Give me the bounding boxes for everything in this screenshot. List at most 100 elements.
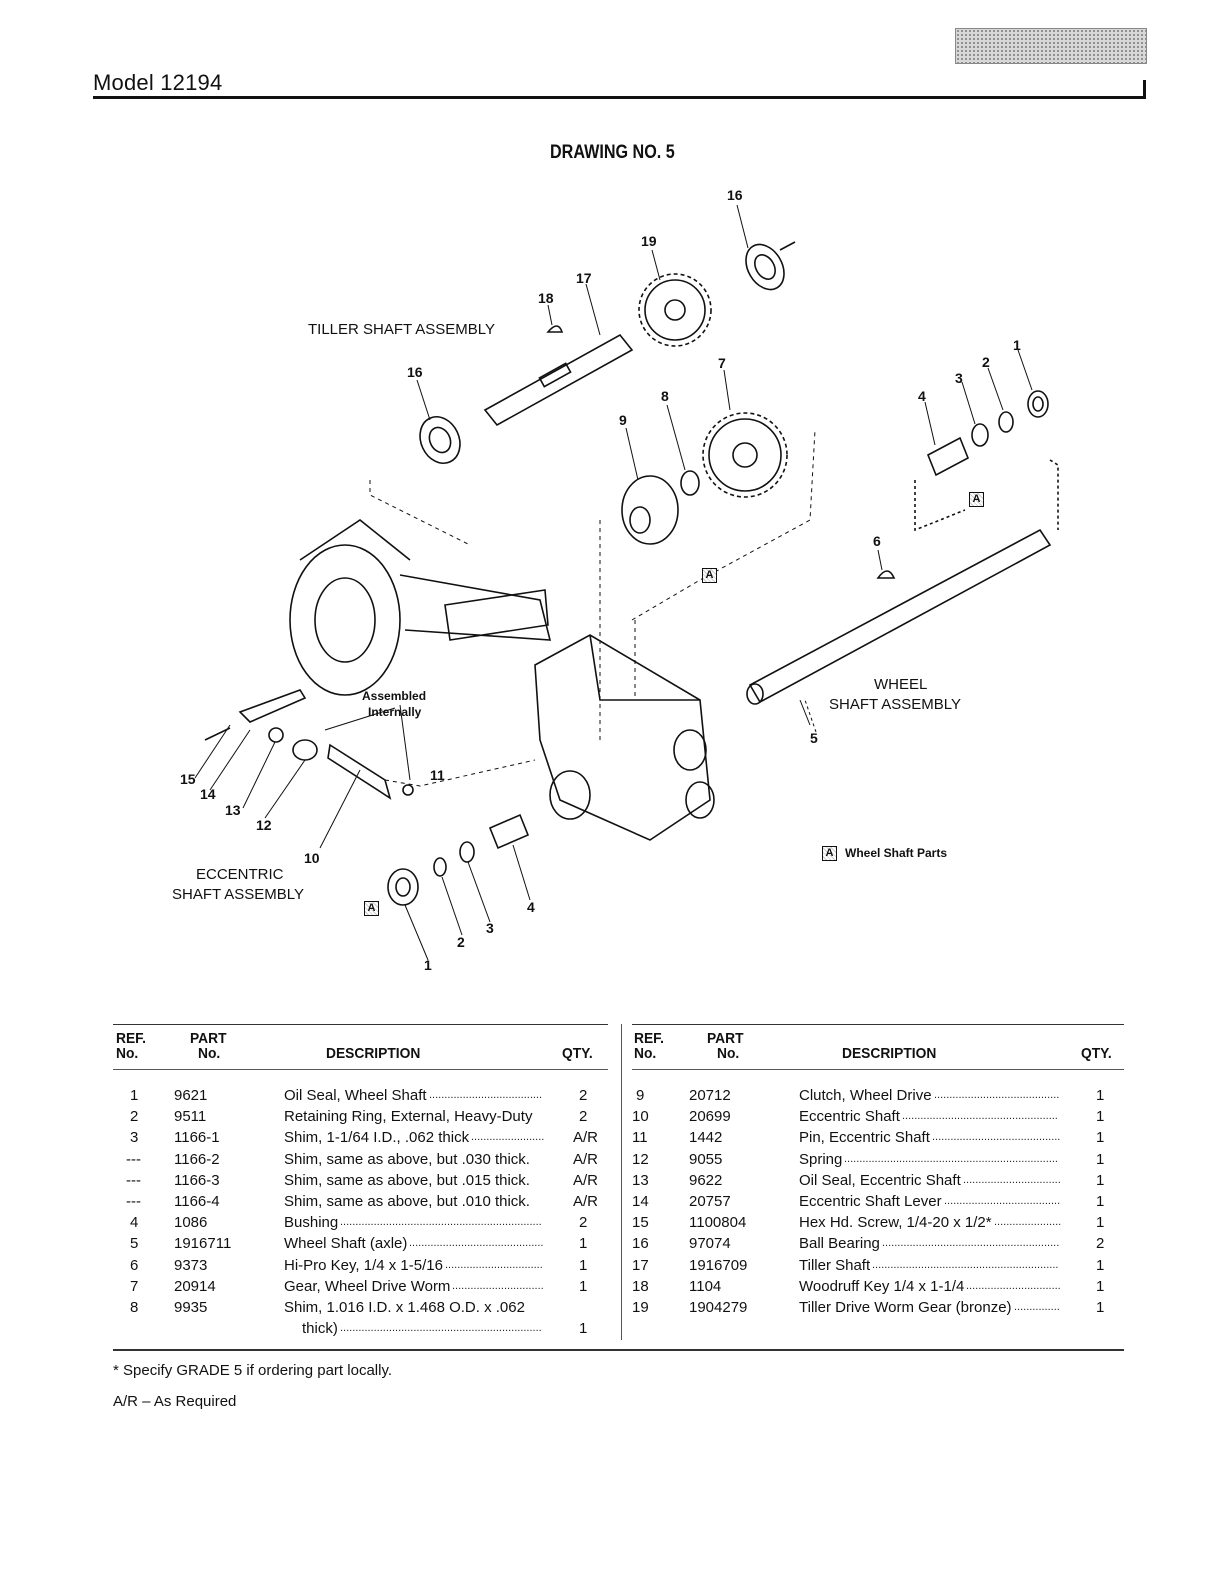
cell-ref: 5 [130,1235,139,1253]
cell-qty: 1 [579,1256,588,1274]
cell-part: 1166-1 [174,1129,220,1147]
cell-qty: 1 [1096,1171,1105,1189]
callout-4: 4 [918,388,926,404]
cell-desc: Clutch, Wheel Drive [799,1087,932,1104]
cell-desc: Shim, 1-1/64 I.D., .062 thick [284,1129,470,1147]
callout-15: 15 [180,771,196,787]
dot-leader: ........................................… [872,1258,1059,1271]
assembled-label-2: Internally [368,705,422,719]
cell-qty: A/R [573,1129,599,1147]
callout-3: 3 [955,370,963,386]
callout-5: 5 [810,730,818,746]
drawing-title: DRAWING NO. 5 [550,142,675,163]
callout-17: 17 [576,270,592,286]
cell-ref: 4 [130,1214,139,1232]
ref-header: REF. [116,1030,146,1047]
cell-desc: Tiller Shaft [799,1256,871,1274]
cell-qty: 2 [579,1214,588,1232]
cell-desc: Shim, 1.016 I.D. x 1.468 O.D. x .062 [284,1299,525,1316]
callout-16: 16 [407,364,423,380]
eccentric-label: ECCENTRIC [196,866,284,883]
callout-3: 3 [486,920,494,936]
callout-14: 14 [200,786,216,802]
table-bottom-rule [113,1349,1124,1351]
header-underline [632,1069,1124,1070]
cell-qty: 2 [579,1108,588,1126]
dot-leader: ........................................… [882,1237,1060,1250]
table-row: thick)..................................… [113,1318,608,1339]
cell-qty: 1 [1096,1150,1105,1168]
model-title: Model 12194 [93,70,223,95]
wheel-shaft-parts-legend: Wheel Shaft Parts [845,846,948,860]
callout-6: 6 [873,533,881,549]
cell-desc: Shim, same as above, but .010 thick. [284,1193,530,1210]
cell-part: 1916711 [174,1235,232,1253]
cell-ref: --- [126,1150,141,1168]
cell-desc: Ball Bearing [799,1235,880,1253]
cell-ref: 18 [632,1277,649,1295]
cell-qty: 1 [579,1320,588,1338]
cell-ref: 13 [632,1171,649,1189]
wheel-shaft [746,528,1052,705]
cell-qty: 1 [1096,1108,1105,1126]
callout-10: 10 [304,850,320,866]
dot-leader: ...................... [994,1216,1062,1229]
wheel-shaft-assembly-label: SHAFT ASSEMBLY [829,696,961,713]
cell-desc: Oil Seal, Eccentric Shaft [799,1171,961,1189]
cell-qty: 1 [1096,1214,1105,1232]
cell-ref: 9 [636,1087,645,1104]
cell-desc: Tiller Drive Worm Gear (bronze) [799,1299,1012,1316]
description-header: DESCRIPTION [326,1045,421,1062]
table-row: 13 9622 Oil Seal, Eccentric Shaft.........… [632,1170,1124,1191]
cell-part: 20699 [689,1108,731,1126]
hi-pro-key [876,570,896,579]
dot-leader: ............................... [966,1279,1061,1292]
dot-leader: ........................................… [932,1131,1061,1144]
cell-qty: 1 [1096,1193,1105,1210]
cell-desc: Oil Seal, Wheel Shaft [284,1087,427,1104]
callout-18: 18 [538,290,554,306]
dot-leader: ................................ [963,1173,1061,1186]
callout-19: 19 [641,233,657,249]
cell-qty: 1 [1096,1256,1105,1274]
grade-footnote: * Specify GRADE 5 if ordering part local… [113,1362,393,1379]
part-header: No. [717,1045,740,1062]
cell-desc: Spring [799,1150,843,1168]
box-a-legend-marker: A [822,846,837,861]
cell-ref: 2 [130,1108,139,1126]
dot-leader: ........................................… [934,1089,1060,1101]
header-rule-tick [1143,80,1146,98]
part-header: PART [707,1030,744,1047]
cell-part: 1166-2 [174,1150,220,1168]
dot-leader: ........................................… [844,1152,1058,1165]
cell-part: 1916709 [689,1256,748,1274]
wheel-label: WHEEL [874,676,928,693]
cell-desc: Shim, same as above, but .015 thick. [284,1171,530,1189]
cell-qty: 1 [579,1235,588,1253]
cell-part: 20712 [689,1087,731,1104]
gear-housing [534,634,715,841]
cell-desc: Shim, same as above, but .030 thick. [284,1150,530,1168]
cell-ref: 16 [632,1235,649,1253]
cell-part: 9622 [689,1171,723,1189]
table-row: 9 20712 Clutch, Wheel Drive...............… [632,1085,1124,1106]
ar-footnote: A/R – As Required [113,1393,237,1410]
wheel-drive-clutch [621,475,679,545]
cell-part: 9511 [174,1108,207,1126]
box-a-marker: A [702,568,717,583]
callout-1: 1 [1013,337,1021,353]
callout-13: 13 [225,802,241,818]
cell-qty: 2 [1096,1235,1105,1253]
